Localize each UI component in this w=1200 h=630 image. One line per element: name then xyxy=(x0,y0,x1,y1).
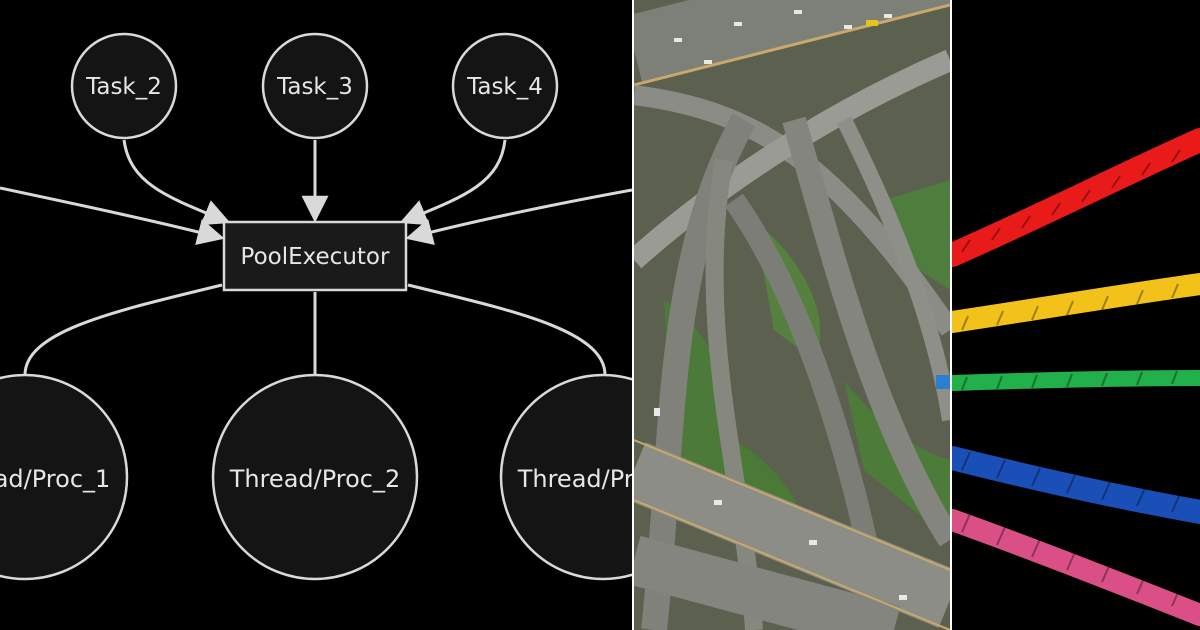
highway-interchange-image xyxy=(634,0,950,630)
pool-executor-label: PoolExecutor xyxy=(241,244,390,270)
worker-node-2-label: Thread/Proc_2 xyxy=(229,465,401,493)
worker-node-1: Thread/Proc_1 xyxy=(0,373,129,581)
road xyxy=(782,116,950,547)
task-node-4-label: Task_4 xyxy=(466,74,543,100)
grass-patch xyxy=(884,180,950,290)
task-node-2: Task_2 xyxy=(70,32,178,140)
rope-blue xyxy=(952,446,1200,524)
task-node-3: Task_3 xyxy=(261,32,369,140)
worker-node-3-label: Thread/Proc_3 xyxy=(517,465,632,493)
blue-sign xyxy=(936,375,950,389)
highway-photo xyxy=(634,0,950,630)
task-node-3-label: Task_3 xyxy=(276,74,353,100)
edge-task-4 xyxy=(399,139,507,226)
rope-yellow xyxy=(952,273,1200,333)
road xyxy=(634,442,950,628)
elevated-track xyxy=(634,49,950,269)
rope-texture xyxy=(961,149,1181,607)
road-edge xyxy=(634,3,950,87)
rope-red xyxy=(952,128,1200,267)
edge-task-5 xyxy=(405,188,632,246)
edge-worker-1 xyxy=(23,283,223,376)
worker-node-2: Thread/Proc_2 xyxy=(211,373,419,581)
divider-right xyxy=(950,0,952,630)
edge-worker-3 xyxy=(407,283,607,376)
road-edge xyxy=(634,439,950,571)
pool-executor-node: PoolExecutor xyxy=(222,220,408,292)
worker-node-3: Thread/Proc_3 xyxy=(499,373,632,581)
executor-diagram: Task_2 Task_3 Task_4 PoolExecutor Thread… xyxy=(0,32,632,581)
worker-node-1-label: Thread/Proc_1 xyxy=(0,465,110,493)
cars xyxy=(654,10,907,600)
yellow-car xyxy=(866,20,878,26)
rope-green xyxy=(952,370,1200,391)
road xyxy=(634,535,901,630)
divider-left xyxy=(632,0,634,630)
ropes-photo xyxy=(952,0,1200,630)
colored-ropes-image xyxy=(952,0,1200,630)
edge-task-1 xyxy=(0,186,225,246)
task-node-4: Task_4 xyxy=(451,32,559,140)
task-node-2-label: Task_2 xyxy=(85,74,162,100)
rope-pink xyxy=(952,509,1200,626)
road xyxy=(634,0,950,84)
road-edge xyxy=(634,499,950,630)
edge-task-2 xyxy=(122,139,231,226)
diagram-panel: Task_2 Task_3 Task_4 PoolExecutor Thread… xyxy=(0,32,632,581)
